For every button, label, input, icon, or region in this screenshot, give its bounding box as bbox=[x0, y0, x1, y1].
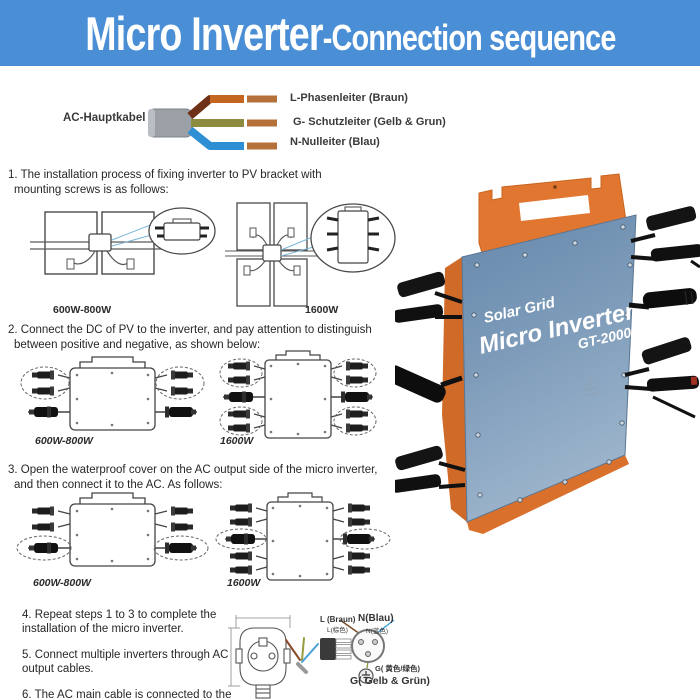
plug-label-l-de: L (Braun) bbox=[320, 615, 356, 624]
right-connectors bbox=[624, 206, 700, 419]
plug-label-l-zh: L(棕色) bbox=[327, 627, 348, 634]
step1-left-label: 600W-800W bbox=[53, 304, 111, 316]
plug-technical-drawing bbox=[235, 627, 291, 699]
step3-right-ac-highlight-ellipses bbox=[215, 528, 391, 550]
ac-cable-label: AC-Hauptkabel bbox=[63, 112, 146, 124]
step2-diagram: 600W-800W 1600W bbox=[20, 348, 377, 447]
panel-screws bbox=[471, 224, 633, 503]
step1-line2: mounting screws is as follows: bbox=[14, 183, 169, 196]
step3-line1: 3. Open the waterproof cover on the AC o… bbox=[8, 464, 378, 476]
step3-right-label: 1600W bbox=[227, 577, 261, 589]
steps-4-6-block: 4. Repeat steps 1 to 3 to complete the i… bbox=[22, 608, 234, 700]
title-banner: Micro Inverter -Connection sequence bbox=[0, 0, 700, 66]
step6-text: 6. The AC main cable is connected to the… bbox=[22, 688, 232, 700]
step3-diagram: 600W-800W 1600W bbox=[16, 488, 391, 589]
wire-blue-icon bbox=[187, 126, 244, 150]
step3-left-ac-highlight-ellipses bbox=[16, 535, 209, 561]
step2-left-dc-highlight-ellipses bbox=[20, 366, 205, 400]
step1-left-detail-inverter bbox=[155, 218, 209, 241]
step1-left-plug-a bbox=[66, 258, 75, 270]
product-photo: Solar Grid Micro Inverter GT-2000 bbox=[395, 173, 700, 534]
step1-right-callout-arrows bbox=[280, 235, 318, 257]
wire-blue-copper-tip bbox=[247, 142, 277, 150]
banner-title-main: Micro Inverter bbox=[84, 6, 323, 60]
step2-left-label: 600W-800W bbox=[35, 435, 94, 447]
step1-text: 1. The installation process of fixing in… bbox=[8, 168, 322, 198]
step2-right-inverter bbox=[219, 351, 377, 438]
step1-right-label: 1600W bbox=[305, 304, 338, 316]
step1-right-detail-inverter bbox=[326, 206, 380, 264]
step2-right-label: 1600W bbox=[220, 435, 254, 447]
orange-frame-bottom bbox=[467, 455, 629, 534]
orange-mount-bracket bbox=[478, 173, 628, 263]
inverter-front-panel bbox=[461, 214, 637, 523]
step2-right-dc-highlight-ellipses bbox=[219, 358, 377, 436]
banner-title-sub: -Connection sequence bbox=[322, 16, 616, 58]
step1-line1: 1. The installation process of fixing in… bbox=[8, 169, 322, 181]
wire-splay-icon bbox=[285, 637, 319, 674]
step1-left-callout-arrows bbox=[111, 223, 156, 247]
legend-l-phase: L-Phasenleiter (Braun) bbox=[290, 92, 408, 104]
step3-line2: and then connect it to the AC. As follow… bbox=[14, 478, 223, 491]
plug-label-n-de: N(Blau) bbox=[358, 613, 394, 624]
plug-wiring-diagram bbox=[228, 615, 395, 699]
terminal-block-icon bbox=[320, 638, 352, 660]
step3-left-label: 600W-800W bbox=[33, 577, 92, 589]
legend-n-null: N-Nulleiter (Blau) bbox=[290, 136, 380, 148]
step5-text: 5. Connect multiple inverters through AC… bbox=[22, 648, 229, 676]
step2-left-inverter bbox=[20, 357, 205, 430]
step2-line1: 2. Connect the DC of PV to the inverter,… bbox=[8, 324, 372, 336]
plug-label-g-de: G( Gelb & Grün) bbox=[350, 675, 430, 687]
legend-g-schutz: G- Schutzleiter (Gelb & Grun) bbox=[293, 116, 446, 128]
bracket-screw bbox=[553, 185, 557, 189]
panel-ground-mark bbox=[582, 376, 600, 397]
plug-dimension-lines bbox=[228, 615, 291, 687]
round-connector-face bbox=[339, 619, 395, 669]
step1-right-inverter-box bbox=[262, 244, 282, 262]
step2-text: 2. Connect the DC of PV to the inverter,… bbox=[8, 323, 372, 353]
wire-brown-copper-tip bbox=[247, 95, 277, 103]
title-banner-text: Micro Inverter -Connection sequence bbox=[84, 6, 616, 61]
wire-brown-label-band bbox=[210, 95, 244, 103]
step3-text: 3. Open the waterproof cover on the AC o… bbox=[8, 463, 377, 493]
step1-left-plug-b bbox=[126, 258, 135, 270]
orange-frame-left bbox=[442, 257, 467, 522]
plug-label-n-zh: N(蓝色) bbox=[366, 628, 389, 635]
step3-left-inverter bbox=[16, 493, 209, 566]
plug-label-g-zh: G( 黄色/绿色) bbox=[375, 664, 420, 673]
step1-right-panels bbox=[236, 202, 308, 307]
handle-cutout bbox=[519, 195, 590, 221]
ground-symbol-icon bbox=[358, 668, 374, 684]
step4-text: 4. Repeat steps 1 to 3 to complete the i… bbox=[22, 609, 217, 636]
step2-line2: between positive and negative, as shown … bbox=[14, 338, 261, 351]
wire-green-copper-tip bbox=[247, 119, 277, 127]
ac-cable-illustration bbox=[148, 95, 277, 150]
step3-right-inverter bbox=[215, 493, 391, 580]
step1-left-inverter-box bbox=[88, 233, 112, 252]
step1-diagram: 600W-800W bbox=[30, 202, 396, 316]
step1-right-plugs bbox=[243, 227, 301, 276]
left-connectors bbox=[395, 271, 466, 493]
cable-sheath-cap bbox=[148, 109, 155, 137]
